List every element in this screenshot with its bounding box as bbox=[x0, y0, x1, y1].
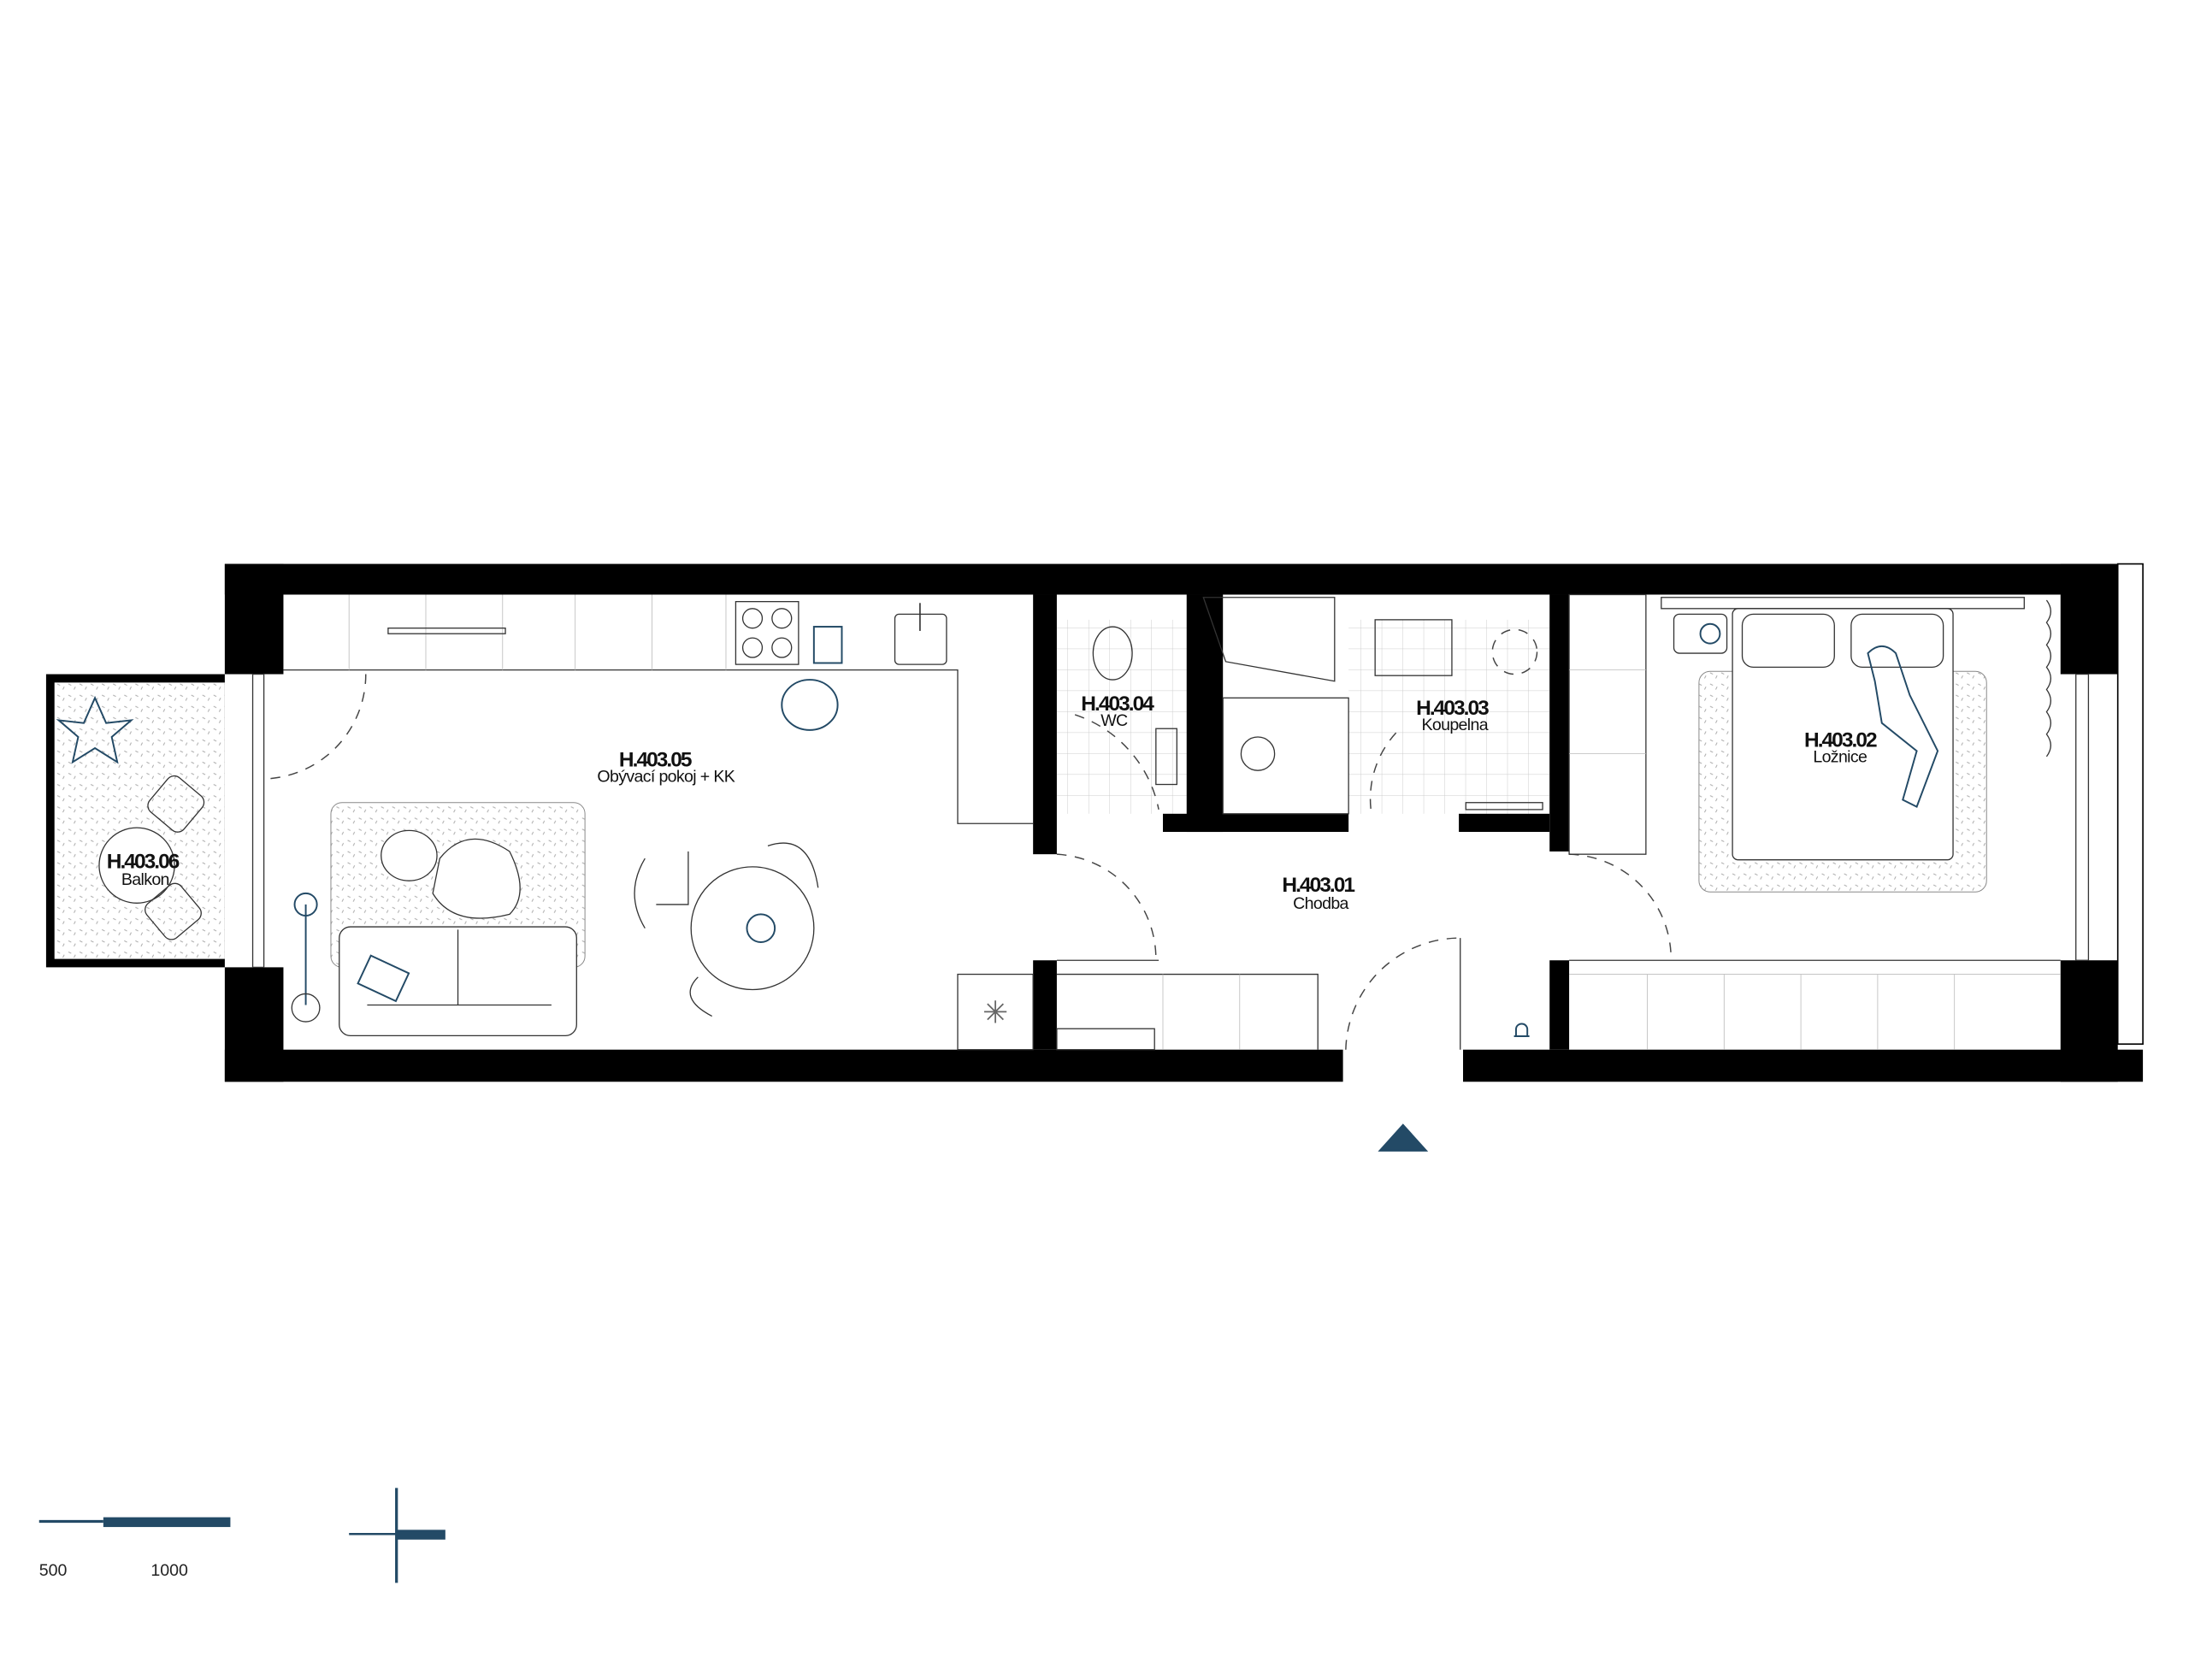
nightstand bbox=[1673, 613, 1728, 654]
chair bbox=[689, 976, 712, 1017]
sleeping-person-icon bbox=[1867, 645, 1939, 809]
balcony-chair bbox=[145, 882, 202, 940]
plant-icon bbox=[56, 695, 134, 764]
entrance-arrow-icon bbox=[1378, 1123, 1429, 1152]
room-name: Obývací pokoj + KK bbox=[597, 767, 735, 786]
room-name: WC bbox=[1100, 711, 1128, 730]
pillow bbox=[1741, 613, 1835, 669]
cushion-icon bbox=[357, 954, 410, 1003]
coffee-table bbox=[432, 838, 521, 919]
room-name: Koupelna bbox=[1421, 716, 1488, 734]
room-code: H.403.01 bbox=[1282, 874, 1354, 897]
room-name: Chodba bbox=[1293, 894, 1348, 913]
balcony-chair bbox=[147, 775, 205, 833]
shower bbox=[1222, 697, 1349, 815]
toilet-icon bbox=[1092, 626, 1133, 681]
window bbox=[251, 673, 265, 969]
kitchen-counter bbox=[283, 594, 1034, 824]
coffee-table bbox=[381, 829, 438, 881]
room-code: H.403.04 bbox=[1081, 693, 1154, 716]
room-code: H.403.02 bbox=[1804, 728, 1877, 752]
cooktop-icon bbox=[735, 600, 799, 665]
dining-table bbox=[690, 866, 815, 991]
wc-sink-icon bbox=[1155, 728, 1177, 786]
chair bbox=[767, 842, 819, 888]
wardrobe bbox=[1568, 593, 1647, 855]
right-facade-strip bbox=[2116, 563, 2144, 1046]
walls bbox=[224, 563, 2144, 1082]
headphones-icon bbox=[1699, 622, 1721, 645]
snowflake-icon: ✳ bbox=[982, 995, 1008, 1030]
living-area: ✳ bbox=[291, 802, 1034, 1051]
bath-sink-icon bbox=[1374, 619, 1453, 676]
washing-machine-icon bbox=[1491, 628, 1538, 675]
room-code: H.403.03 bbox=[1416, 697, 1489, 720]
pillow bbox=[1850, 613, 1944, 669]
room-name: Balkon bbox=[121, 870, 169, 889]
chair bbox=[634, 851, 689, 929]
person-cooking-icon bbox=[781, 679, 839, 731]
bathtub-icon bbox=[1202, 597, 1336, 682]
curtain-icon bbox=[2045, 599, 2051, 757]
room-name: Ložnice bbox=[1813, 747, 1867, 766]
scale-label: 500 bbox=[39, 1561, 68, 1580]
balcony-table bbox=[98, 827, 175, 904]
slippers-icon: ⩍ bbox=[1513, 1015, 1530, 1043]
balcony bbox=[45, 674, 225, 968]
room-code: H.403.06 bbox=[107, 850, 180, 873]
scale-bar: 500 1000 bbox=[39, 1517, 231, 1580]
room-code: H.403.05 bbox=[619, 748, 692, 771]
scale-label: 1000 bbox=[150, 1561, 188, 1580]
window bbox=[2075, 673, 2090, 961]
north-arrow-icon bbox=[349, 1488, 445, 1583]
